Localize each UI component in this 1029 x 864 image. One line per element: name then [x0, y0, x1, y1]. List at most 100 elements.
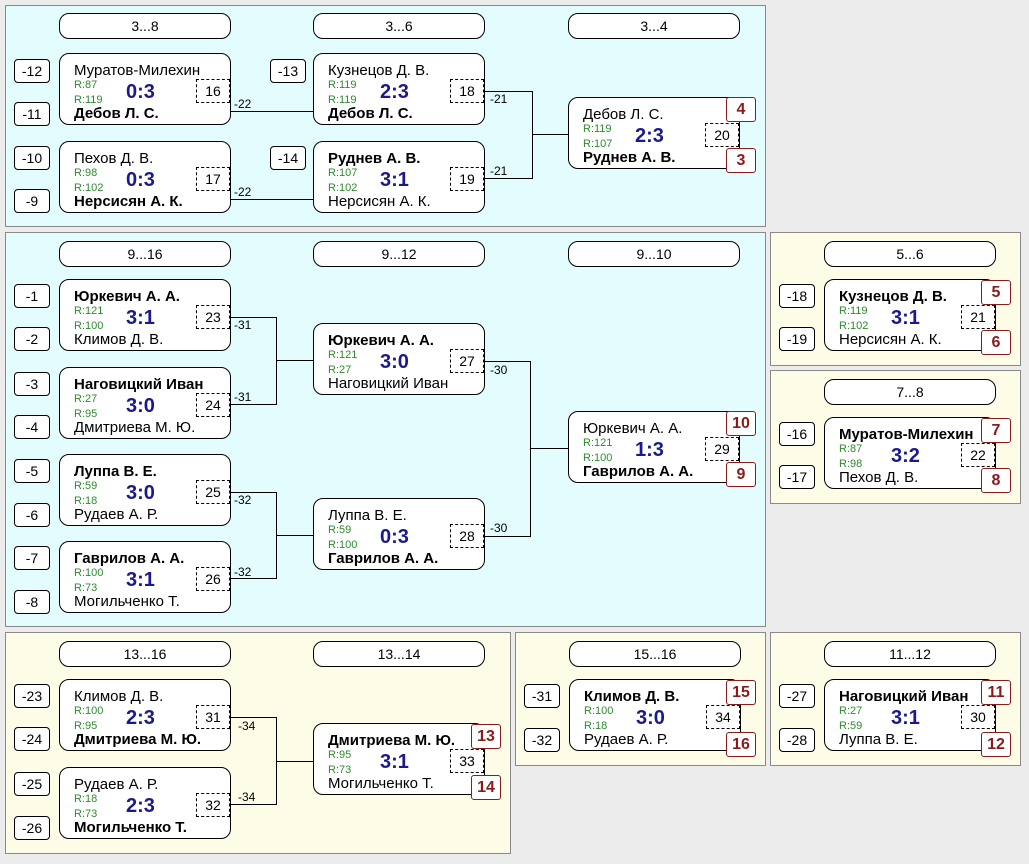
- bracket-line: [485, 536, 531, 537]
- destination-label: -21: [490, 92, 508, 106]
- player-rating: R:18: [584, 720, 608, 732]
- bracket-line: [231, 404, 277, 405]
- player-rating: R:27: [328, 364, 352, 376]
- player-name: Луппа В. Е.: [328, 507, 407, 524]
- player-rating: R:100: [328, 539, 358, 551]
- match-number: 22: [961, 443, 995, 467]
- seed-label: -23: [14, 684, 50, 708]
- match-card[interactable]: Пехов Д. В. R:98 R:102 0:3 17 Нерсисян А…: [59, 141, 231, 213]
- player-name-winner: Муратов-Милехин: [839, 426, 974, 443]
- seed-label: -5: [14, 459, 50, 483]
- match-card[interactable]: Луппа В. Е. R:59 R:100 0:3 28 Гаврилов А…: [313, 498, 485, 570]
- bracket-line: [276, 317, 277, 405]
- match-card[interactable]: Наговицкий Иван R:27 R:59 3:1 30 Луппа В…: [824, 679, 996, 751]
- player-name: Дмитриева М. Ю.: [74, 419, 196, 436]
- bracket-panel-9-16: 9...16 9...12 9...10 -1 -2 -3 -4 -5 -6 -…: [5, 232, 766, 627]
- seed-label: -31: [524, 684, 560, 708]
- player-rating: R:73: [74, 808, 98, 820]
- player-name-winner: Гаврилов А. А.: [74, 550, 185, 567]
- bracket-line: [276, 360, 313, 361]
- match-score: 3:1: [380, 751, 409, 773]
- match-card[interactable]: Рудаев А. Р. R:18 R:73 2:3 32 Могильченк…: [59, 767, 231, 839]
- player-rating: R:87: [839, 443, 863, 455]
- match-card[interactable]: Юркевич А. А. R:121 R:100 3:1 23 Климов …: [59, 279, 231, 351]
- player-name: Нерсисян А. К.: [839, 331, 942, 348]
- seed-label: -13: [270, 59, 306, 83]
- seed-label: -1: [14, 284, 50, 308]
- player-rating: R:100: [74, 320, 104, 332]
- player-name: Юркевич А. А.: [583, 420, 683, 437]
- bracket-line: [231, 804, 277, 805]
- match-card[interactable]: Кузнецов Д. В. R:119 R:102 3:1 21 Нерсис…: [824, 279, 996, 351]
- seed-label: -2: [14, 327, 50, 351]
- player-rating: R:119: [328, 79, 357, 91]
- round-header: 3...4: [568, 13, 740, 39]
- seed-label: -9: [14, 189, 50, 213]
- match-number: 19: [450, 167, 484, 191]
- player-name: Рудаев А. Р.: [584, 731, 669, 748]
- player-name: Рудаев А. Р.: [74, 776, 159, 793]
- match-card[interactable]: Юркевич А. А. R:121 R:100 1:3 29 Гаврило…: [568, 411, 740, 483]
- match-number: 31: [196, 705, 230, 729]
- match-number: 27: [450, 349, 484, 373]
- place-badge: 9: [726, 462, 756, 487]
- round-header: 11...12: [824, 641, 996, 667]
- match-card[interactable]: Муратов-Милехин R:87 R:98 3:2 22 Пехов Д…: [824, 417, 996, 489]
- round-header: 15...16: [569, 641, 741, 667]
- player-rating: R:100: [74, 705, 104, 717]
- seed-label: -16: [779, 422, 815, 446]
- round-header: 9...12: [313, 241, 485, 267]
- match-card[interactable]: Климов Д. В. R:100 R:95 2:3 31 Дмитриева…: [59, 679, 231, 751]
- player-name-winner: Руднев А. В.: [583, 149, 676, 166]
- match-score: 2:3: [380, 81, 409, 103]
- seed-label: -7: [14, 546, 50, 570]
- match-card[interactable]: Гаврилов А. А. R:100 R:73 3:1 26 Могильч…: [59, 541, 231, 613]
- seed-label: -28: [779, 728, 815, 752]
- player-name-winner: Дебов Л. С.: [328, 105, 413, 122]
- bracket-panel-3-8: 3...8 3...6 3...4 -12 -11 -10 -9 -13 -14…: [5, 5, 766, 227]
- bracket-line: [231, 199, 313, 200]
- player-name: Могильченко Т.: [74, 593, 180, 610]
- match-card[interactable]: Кузнецов Д. В. R:119 R:119 2:3 18 Дебов …: [313, 53, 485, 125]
- place-badge: 10: [726, 411, 756, 436]
- match-card[interactable]: Наговицкий Иван R:27 R:95 3:0 24 Дмитрие…: [59, 367, 231, 439]
- match-card[interactable]: Юркевич А. А. R:121 R:27 3:0 27 Наговицк…: [313, 323, 485, 395]
- match-number: 28: [450, 524, 484, 548]
- match-score: 2:3: [126, 707, 155, 729]
- match-card[interactable]: Луппа В. Е. R:59 R:18 3:0 25 Рудаев А. Р…: [59, 454, 231, 526]
- seed-label: -25: [14, 772, 50, 796]
- match-number: 21: [961, 305, 995, 329]
- player-rating: R:98: [839, 458, 863, 470]
- player-name: Наговицкий Иван: [328, 375, 449, 392]
- match-card[interactable]: Дмитриева М. Ю. R:95 R:73 3:1 33 Могильч…: [313, 723, 485, 795]
- match-card[interactable]: Климов Д. В. R:100 R:18 3:0 34 Рудаев А.…: [569, 679, 741, 751]
- match-number: 20: [705, 123, 739, 147]
- player-rating: R:102: [839, 320, 869, 332]
- seed-label: -8: [14, 590, 50, 614]
- player-rating: R:119: [328, 94, 357, 106]
- player-rating: R:119: [839, 305, 868, 317]
- match-card[interactable]: Дебов Л. С. R:119 R:107 2:3 20 Руднев А.…: [568, 97, 740, 169]
- player-rating: R:27: [839, 705, 863, 717]
- place-badge: 7: [981, 418, 1011, 443]
- round-header: 3...8: [59, 13, 231, 39]
- bracket-line: [530, 448, 568, 449]
- match-number: 25: [196, 480, 230, 504]
- player-name: Пехов Д. В.: [74, 150, 154, 167]
- place-badge: 16: [726, 732, 756, 757]
- place-badge: 13: [471, 724, 501, 749]
- destination-label: -22: [234, 185, 252, 199]
- player-name-winner: Руднев А. В.: [328, 150, 421, 167]
- player-name-winner: Наговицкий Иван: [74, 376, 204, 393]
- match-card[interactable]: Муратов-Милехин R:87 R:119 0:3 16 Дебов …: [59, 53, 231, 125]
- player-rating: R:27: [74, 393, 98, 405]
- player-rating: R:18: [74, 793, 98, 805]
- match-score: 0:3: [380, 526, 409, 548]
- match-card[interactable]: Руднев А. В. R:107 R:102 3:1 19 Нерсисян…: [313, 141, 485, 213]
- place-badge: 3: [726, 148, 756, 173]
- seed-label: -19: [779, 327, 815, 351]
- bracket-line: [485, 361, 531, 362]
- round-header: 5...6: [824, 241, 996, 267]
- player-name-winner: Гаврилов А. А.: [583, 463, 694, 480]
- bracket-line: [231, 111, 313, 112]
